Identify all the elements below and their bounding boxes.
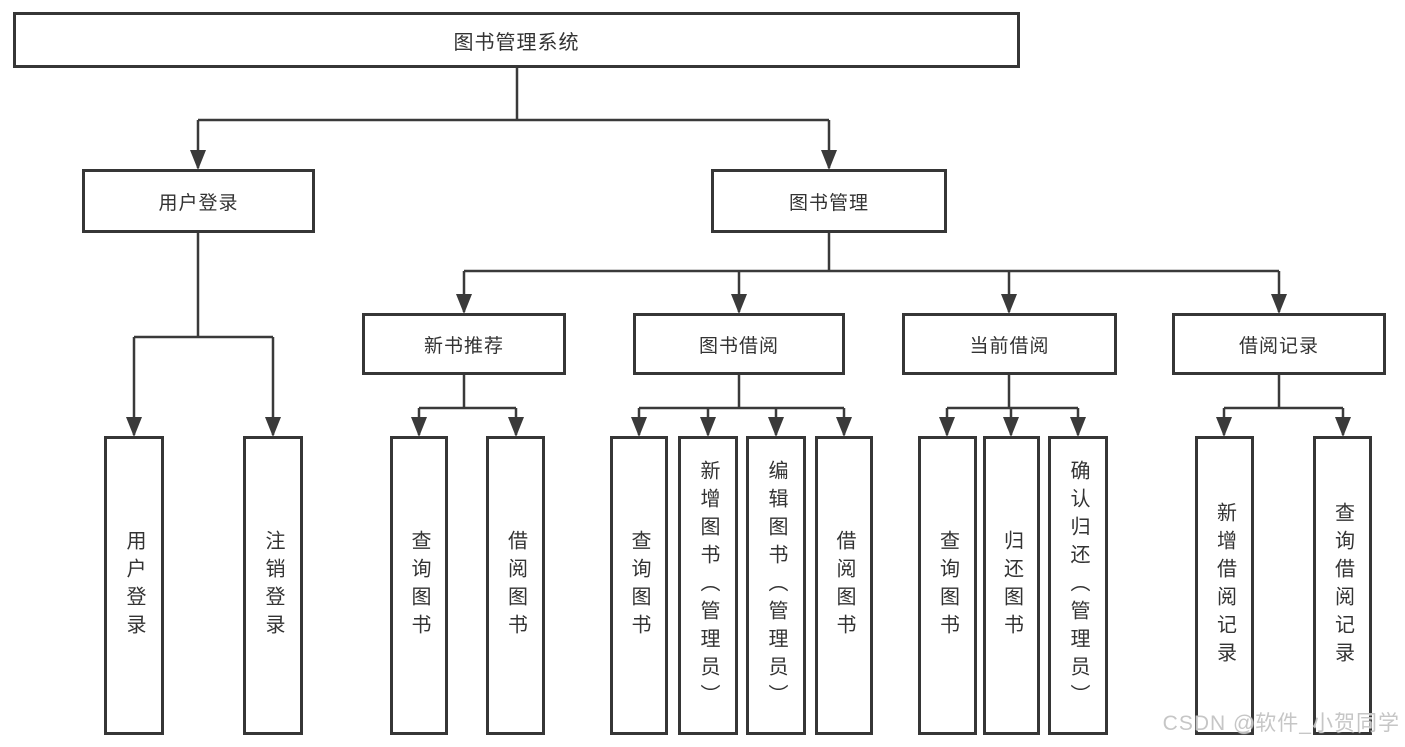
leaf-bb-borrow-books: 借阅图书 [815, 436, 873, 735]
node-library-management-system: 图书管理系统 [13, 12, 1020, 68]
leaf-bb-query-books: 查询图书 [610, 436, 668, 735]
leaf-br-add-record: 新增借阅记录 [1195, 436, 1254, 735]
leaf-logout: 注销登录 [243, 436, 303, 735]
node-current-borrowing: 当前借阅 [902, 313, 1117, 375]
leaf-cb-confirm-return-admin: 确认归还（管理员） [1048, 436, 1108, 735]
leaf-br-query-record: 查询借阅记录 [1313, 436, 1372, 735]
leaf-user-login: 用户登录 [104, 436, 164, 735]
leaf-cb-query-books: 查询图书 [918, 436, 977, 735]
node-new-book-recommend: 新书推荐 [362, 313, 566, 375]
leaf-cb-return-books: 归还图书 [983, 436, 1040, 735]
arrowheads [126, 150, 1351, 437]
node-book-borrowing: 图书借阅 [633, 313, 845, 375]
leaf-bb-add-books-admin: 新增图书（管理员） [678, 436, 738, 735]
node-book-management: 图书管理 [711, 169, 947, 233]
leaf-nbr-query-books: 查询图书 [390, 436, 448, 735]
node-user-login: 用户登录 [82, 169, 315, 233]
leaf-bb-edit-books-admin: 编辑图书（管理员） [746, 436, 806, 735]
node-borrowing-records: 借阅记录 [1172, 313, 1386, 375]
leaf-nbr-borrow-books: 借阅图书 [486, 436, 545, 735]
watermark: CSDN @软件_小贺同学 [1162, 712, 1400, 735]
